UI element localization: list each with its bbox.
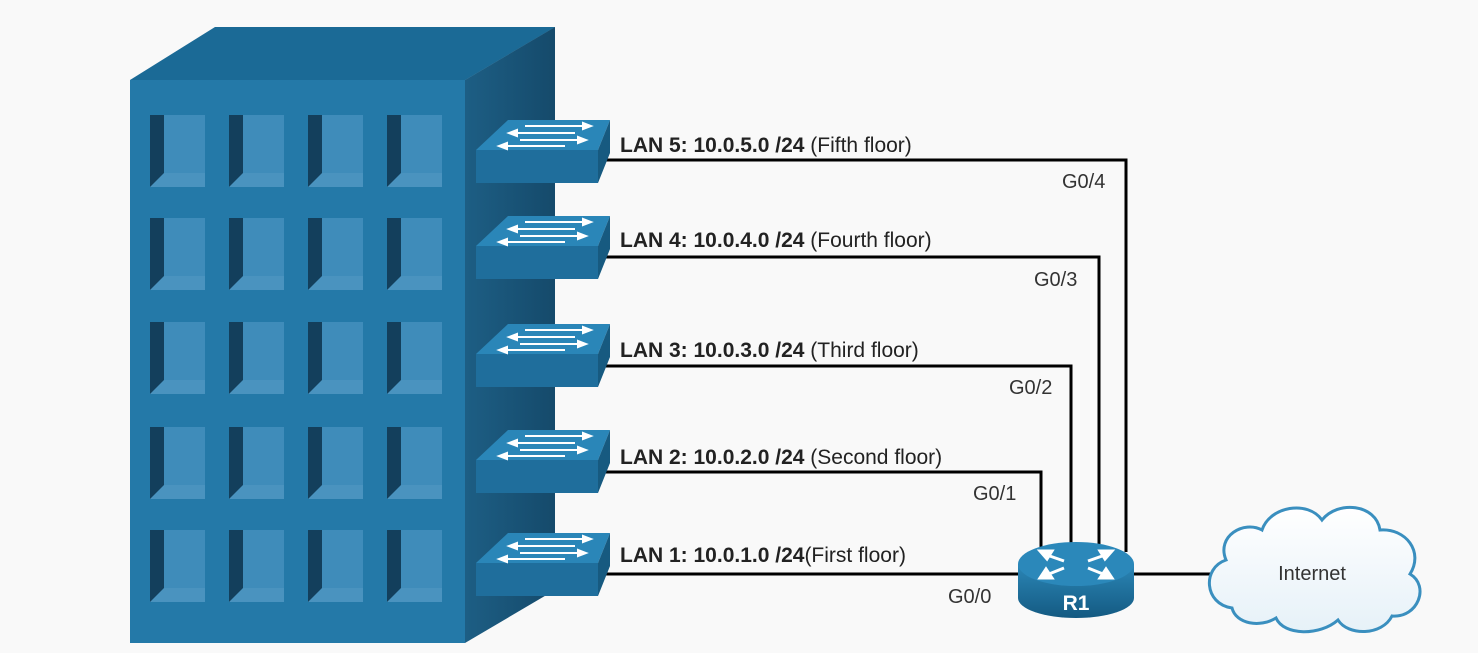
lan-labels: LAN 5: 10.0.5.0 /24 (Fifth floor) LAN 4:… bbox=[620, 134, 942, 567]
link-lan3 bbox=[598, 364, 1073, 546]
window bbox=[229, 530, 284, 602]
port-label-g0-0: G0/0 bbox=[948, 586, 991, 608]
port-label-g0-3: G0/3 bbox=[1034, 269, 1077, 291]
window bbox=[308, 322, 363, 394]
switch-lan5[interactable] bbox=[476, 120, 610, 183]
switch-lan2[interactable] bbox=[476, 430, 610, 493]
link-lan4 bbox=[598, 255, 1101, 548]
switches bbox=[476, 120, 610, 596]
window bbox=[387, 218, 442, 290]
switch-lan4[interactable] bbox=[476, 216, 610, 279]
window bbox=[308, 530, 363, 602]
network-links bbox=[598, 158, 1212, 576]
window bbox=[308, 427, 363, 499]
window bbox=[229, 115, 284, 187]
router-top bbox=[1018, 542, 1134, 586]
window bbox=[387, 115, 442, 187]
lan4-label: LAN 4: 10.0.4.0 /24 (Fourth floor) bbox=[620, 229, 932, 252]
window bbox=[387, 530, 442, 602]
building-top-face-2 bbox=[130, 27, 555, 80]
window bbox=[229, 218, 284, 290]
link-lan5 bbox=[598, 158, 1128, 552]
window bbox=[229, 322, 284, 394]
switch-arrows-icon bbox=[496, 121, 594, 151]
port-label-g0-2: G0/2 bbox=[1009, 377, 1052, 399]
router-arrows-icon bbox=[1036, 549, 1116, 580]
window bbox=[387, 322, 442, 394]
window bbox=[150, 218, 205, 290]
port-label-g0-1: G0/1 bbox=[973, 483, 1016, 505]
window bbox=[308, 218, 363, 290]
switch-arrows-icon bbox=[496, 534, 594, 564]
building-windows bbox=[150, 115, 442, 602]
lan3-label: LAN 3: 10.0.3.0 /24 (Third floor) bbox=[620, 339, 919, 362]
router-r1[interactable]: R1 bbox=[1018, 542, 1134, 618]
lan5-label: LAN 5: 10.0.5.0 /24 (Fifth floor) bbox=[620, 134, 912, 157]
lan2-label: LAN 2: 10.0.2.0 /24 (Second floor) bbox=[620, 446, 942, 469]
cloud-icon bbox=[1208, 505, 1422, 634]
window bbox=[150, 322, 205, 394]
window bbox=[229, 427, 284, 499]
switch-arrows-icon bbox=[496, 325, 594, 355]
lan1-label: LAN 1: 10.0.1.0 /24(First floor) bbox=[620, 544, 906, 567]
router-label: R1 bbox=[1063, 592, 1090, 615]
window bbox=[150, 115, 205, 187]
switch-arrows-icon bbox=[496, 217, 594, 247]
port-labels: G0/4 G0/3 G0/2 G0/1 G0/0 bbox=[948, 171, 1105, 608]
window bbox=[387, 427, 442, 499]
window bbox=[150, 530, 205, 602]
switch-lan3[interactable] bbox=[476, 324, 610, 387]
link-lan2 bbox=[598, 470, 1043, 548]
window bbox=[308, 115, 363, 187]
window bbox=[150, 427, 205, 499]
internet-cloud[interactable]: Internet bbox=[1208, 505, 1422, 634]
port-label-g0-4: G0/4 bbox=[1062, 171, 1105, 193]
switch-lan1[interactable] bbox=[476, 533, 610, 596]
switch-arrows-icon bbox=[496, 431, 594, 461]
cloud-label: Internet bbox=[1278, 563, 1346, 585]
